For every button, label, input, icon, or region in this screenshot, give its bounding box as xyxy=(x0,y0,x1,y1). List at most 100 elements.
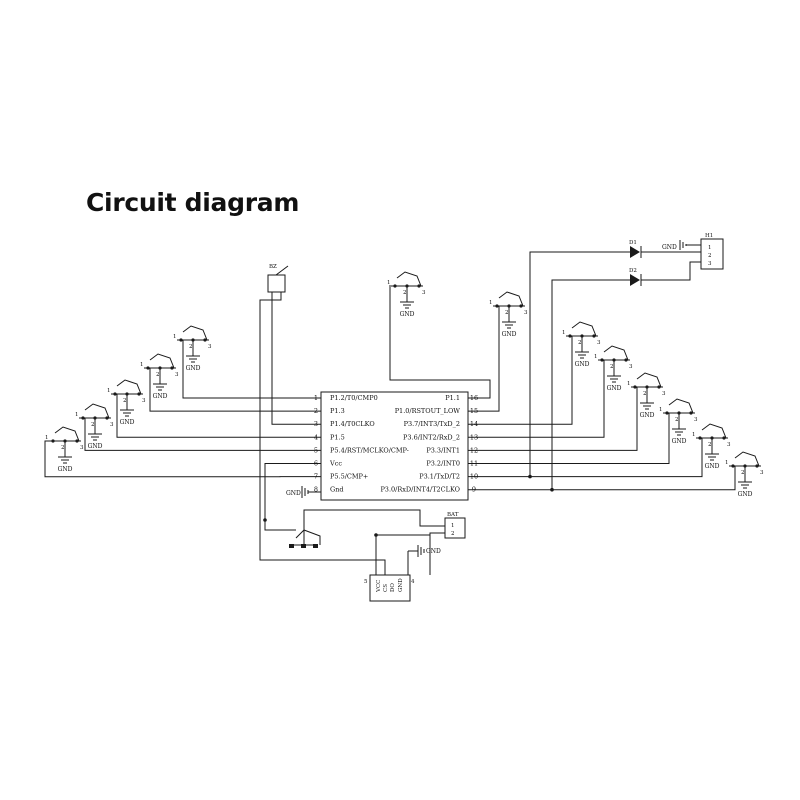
switch-pin-3-label: 3 xyxy=(524,310,528,316)
switch-gnd-label: GND xyxy=(153,393,168,400)
switch-pin-3-label: 3 xyxy=(629,364,633,370)
switch-gnd-label: GND xyxy=(502,331,517,338)
switch-gnd-label: GND xyxy=(400,311,415,318)
page-title: Circuit diagram xyxy=(86,188,300,217)
switch-pin-1-label: 1 xyxy=(659,407,663,413)
battery-pin-1: 1 xyxy=(451,523,455,529)
charger-pin-vcc: VCC xyxy=(376,580,382,593)
gnd-label-header: GND xyxy=(662,244,677,251)
mcu-pin-5-name: P5.4/RST/MCLKO/CMP- xyxy=(330,446,409,454)
switch-pin-1-label: 1 xyxy=(627,381,631,387)
wire-pin11 xyxy=(468,413,670,464)
wire-pin16 xyxy=(389,285,491,399)
switch-pin-2-label: 2 xyxy=(156,372,160,378)
mcu-pin-4-name: P1.5 xyxy=(330,433,345,441)
switch-pin-2-label: 2 xyxy=(578,340,582,346)
switch-gnd-label: GND xyxy=(738,491,753,498)
wire-diode2 xyxy=(551,279,630,490)
switch-contact-1 xyxy=(51,439,55,443)
wires xyxy=(44,251,736,575)
switch-pin-1-label: 1 xyxy=(489,300,493,306)
mcu-pin-2-number: 2 xyxy=(314,407,318,415)
switch-gnd-label: GND xyxy=(640,412,655,419)
switch-lever xyxy=(182,325,208,341)
charger-pin-do: DO xyxy=(390,583,396,592)
switch-pin-1-label: 1 xyxy=(725,460,729,466)
switch-pin-3-label: 3 xyxy=(208,344,212,350)
diode2-label: D2 xyxy=(629,268,637,274)
buzzer-label: BZ xyxy=(269,264,277,270)
charger-ground-symbol: GND xyxy=(407,545,441,575)
switch-gnd-label: GND xyxy=(58,466,73,473)
mcu-pin-4-number: 4 xyxy=(314,433,318,441)
switch-pin-1-label: 1 xyxy=(692,432,696,438)
switch-gnd-label: GND xyxy=(120,419,135,426)
switch-pin-3-label: 3 xyxy=(760,470,764,476)
switch-lever xyxy=(116,379,142,395)
mcu-pin-1-name: P1.2/T0/CMP0 xyxy=(330,394,378,402)
switch-pin-1-label: 1 xyxy=(75,412,79,418)
wire-d2-header xyxy=(641,261,701,281)
charger-pin-cs: CS xyxy=(383,584,389,592)
mcu-pin-2-name: P1.3 xyxy=(330,407,345,415)
mcu-pin-13-name: P3.6/INT2/RxD_2 xyxy=(403,433,460,441)
mcu-pin-14-name: P3.7/INT3/TxD_2 xyxy=(404,420,460,428)
switch-gnd-label: GND xyxy=(672,438,687,445)
switch-contact-1 xyxy=(393,284,397,288)
wire-bat-plus xyxy=(303,509,445,545)
charger-pin-4: 4 xyxy=(411,579,415,585)
switch-contact-3 xyxy=(75,439,79,443)
mcu-pin-7-number: 7 xyxy=(314,473,318,481)
switch-pin-2-label: 2 xyxy=(189,344,193,350)
mcu-pin-3-number: 3 xyxy=(314,420,318,428)
battery-connector: BAT 1 2 xyxy=(444,512,466,539)
junction-dot xyxy=(528,474,532,479)
switch-contact-1 xyxy=(698,436,702,440)
switch-contact-1 xyxy=(81,416,85,420)
switch-pin-3-label: 3 xyxy=(142,398,146,404)
switch-contact-3 xyxy=(689,411,693,415)
gnd-label-ic: GND xyxy=(286,490,301,497)
wire-buzzer-vcc xyxy=(259,292,386,575)
wire-pin15 xyxy=(468,306,500,412)
mcu-pin-13-number: 13 xyxy=(470,433,478,441)
switch-contact-1 xyxy=(731,464,735,468)
wire-bat-minus xyxy=(429,532,445,575)
wire-pin9 xyxy=(468,466,736,491)
switch-pin-1-label: 1 xyxy=(173,334,177,340)
gnd-label-charger: GND xyxy=(426,548,441,555)
diode-d2: D2 xyxy=(629,268,642,286)
switch-contact-1 xyxy=(179,338,183,342)
mcu-pin-11-number: 11 xyxy=(470,460,478,468)
switch-contact-1 xyxy=(495,304,499,308)
switch-gnd-label: GND xyxy=(575,361,590,368)
wire-pin10 xyxy=(468,438,703,478)
switch-gnd-label: GND xyxy=(705,463,720,470)
switch-contact-1 xyxy=(600,358,604,362)
wire-pin5 xyxy=(84,418,321,451)
switch-pin-1-label: 1 xyxy=(107,388,111,394)
mcu-pin-7-name: P5.5/CMP+ xyxy=(330,473,368,481)
switch-contact-3 xyxy=(137,392,141,396)
buzzer: BZ xyxy=(267,264,289,293)
switch-contact-3 xyxy=(519,304,523,308)
switch-pin-2-label: 2 xyxy=(505,310,509,316)
switch-lever xyxy=(668,398,694,414)
switch-contact-1 xyxy=(633,385,637,389)
switch-pin-3-label: 3 xyxy=(727,442,731,448)
switch-pin-3-label: 3 xyxy=(694,417,698,423)
battery-pin-2: 2 xyxy=(451,531,455,537)
switch-lever xyxy=(498,291,524,307)
switch-lever xyxy=(701,423,727,439)
